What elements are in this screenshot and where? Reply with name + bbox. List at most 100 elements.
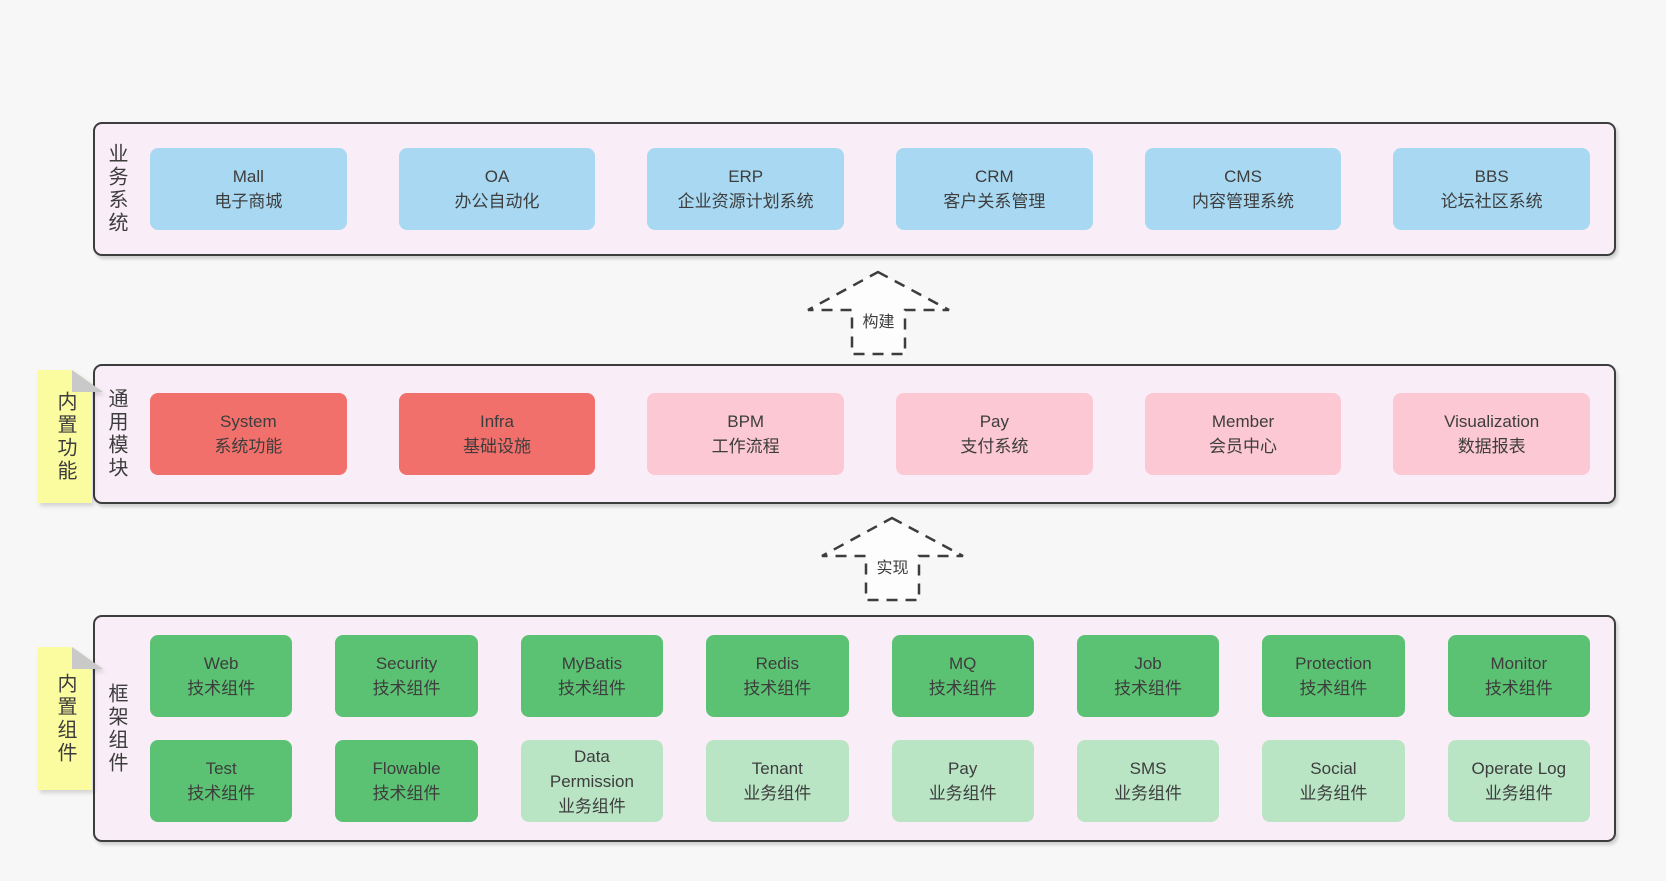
box-title: Data Permission: [549, 746, 634, 791]
diagram-box-social: Social 业务组件: [1262, 740, 1405, 822]
box-subtitle: 业务组件: [1484, 784, 1553, 803]
diagram-box-crm: CRM 客户关系管理: [896, 148, 1093, 230]
box-subtitle: 技术组件: [1484, 679, 1553, 698]
diagram-box-erp: ERP 企业资源计划系统: [647, 148, 845, 230]
box-title: Security: [375, 654, 438, 673]
box-subtitle: 技术组件: [928, 679, 997, 698]
box-title: Mall: [232, 167, 264, 186]
box-subtitle: 技术组件: [372, 679, 441, 698]
box-title: Test: [205, 759, 237, 778]
implement-arrow-label: 实现: [876, 560, 909, 577]
business-systems-rows: Mall 电子商城 OA 办公自动化 ERP 企业资源计划系统 CRM 客户关系管理 CMS 内容…: [150, 124, 1591, 254]
box-title: Social: [1310, 759, 1357, 778]
box-title: Redis: [755, 654, 800, 673]
diagram-box-infra: Infra 基础设施: [398, 393, 596, 475]
builtin-features-sticky: 内置功能: [38, 370, 103, 503]
box-subtitle: 办公自动化: [454, 192, 540, 211]
box-title: BBS: [1474, 167, 1509, 186]
diagram-box-flowable: Flowable 技术组件: [335, 740, 478, 822]
box-subtitle: 支付系统: [960, 437, 1029, 456]
box-subtitle: 技术组件: [743, 679, 812, 698]
diagram-box-redis: Redis 技术组件: [706, 635, 849, 717]
diagram-box-pay: Pay 支付系统: [896, 393, 1093, 475]
common-modules-label: 通用模块: [105, 388, 127, 480]
diagram-box-oa: OA 办公自动化: [398, 148, 596, 230]
box-title: Protection: [1295, 654, 1372, 673]
diagram-box-visualization: Visualization 数据报表: [1393, 393, 1591, 475]
diagram-box-data-permission: Data Permission 业务组件: [520, 740, 664, 822]
build-arrow: 构建: [806, 270, 951, 356]
builtin-components-sticky: 内置组件: [38, 647, 103, 790]
diagram-box-cms: CMS 内容管理系统: [1144, 148, 1342, 230]
framework-components-label: 框架组件: [105, 682, 127, 775]
diagram-box-protection: Protection 技术组件: [1262, 635, 1405, 717]
box-title: Job: [1134, 654, 1162, 673]
box-subtitle: 基础设施: [463, 437, 531, 456]
box-title: SMS: [1129, 759, 1167, 778]
box-title: MQ: [948, 654, 977, 673]
box-title: ERP: [728, 167, 764, 186]
diagram-box-system: System 系统功能: [150, 393, 347, 475]
business-systems-container: 业务系统 Mall 电子商城 OA 办公自动化 ERP 企业资源计划系统 CRM 客户关系管理…: [93, 122, 1616, 256]
framework-components-row-2: Test 技术组件 Flowable 技术组件 Data Permission 业务组件 T…: [150, 740, 1590, 822]
box-subtitle: 系统功能: [214, 437, 283, 456]
box-subtitle: 内容管理系统: [1192, 192, 1295, 211]
box-subtitle: 技术组件: [557, 679, 626, 698]
box-subtitle: 工作流程: [711, 437, 780, 456]
box-subtitle: 业务组件: [557, 796, 626, 816]
diagram-box-operate-log: Operate Log 业务组件: [1447, 740, 1590, 822]
box-title: Operate Log: [1471, 759, 1567, 778]
box-title: OA: [484, 167, 510, 186]
diagram-box-monitor: Monitor 技术组件: [1447, 635, 1590, 717]
box-subtitle: 技术组件: [187, 784, 256, 803]
box-title: Member: [1211, 412, 1275, 431]
diagram-box-mq: MQ 技术组件: [891, 635, 1034, 717]
box-subtitle: 业务组件: [1299, 784, 1368, 803]
diagram-box-test: Test 技术组件: [150, 740, 293, 822]
box-subtitle: 技术组件: [1114, 679, 1183, 698]
build-arrow-label: 构建: [862, 314, 895, 331]
box-title: CMS: [1224, 167, 1262, 186]
box-title: Visualization: [1444, 412, 1540, 431]
diagram-box-security: Security 技术组件: [335, 635, 478, 717]
sticky-paper: [38, 647, 92, 790]
sticky-paper: [38, 370, 92, 503]
diagram-box-member: Member 会员中心: [1144, 393, 1342, 475]
box-subtitle: 数据报表: [1457, 437, 1526, 456]
business-systems-row: Mall 电子商城 OA 办公自动化 ERP 企业资源计划系统 CRM 客户关系管理 CMS 内容…: [150, 148, 1591, 230]
business-systems-label: 业务系统: [105, 143, 127, 235]
up-arrow-icon: [807, 270, 950, 356]
box-subtitle: 技术组件: [1299, 679, 1368, 698]
box-subtitle: 电子商城: [214, 192, 283, 211]
box-title: MyBatis: [561, 654, 623, 673]
diagram-box-job: Job 技术组件: [1076, 635, 1220, 717]
box-subtitle: 技术组件: [372, 784, 441, 803]
box-subtitle: 业务组件: [928, 784, 997, 803]
diagram-box-mall: Mall 电子商城: [150, 148, 347, 230]
box-title: Infra: [479, 412, 515, 431]
box-title: System: [219, 412, 277, 431]
box-title: Tenant: [751, 759, 803, 778]
diagram-box-pay: Pay 业务组件: [891, 740, 1034, 822]
box-title: Flowable: [372, 759, 441, 778]
box-subtitle: 会员中心: [1209, 437, 1278, 456]
box-subtitle: 企业资源计划系统: [677, 192, 814, 211]
box-title: CRM: [974, 167, 1014, 186]
box-title: Pay: [948, 759, 978, 778]
box-title: Monitor: [1490, 654, 1548, 673]
box-title: Pay: [979, 412, 1009, 431]
implement-arrow: 实现: [820, 516, 965, 602]
box-title: Web: [203, 654, 239, 673]
box-subtitle: 客户关系管理: [943, 192, 1046, 211]
